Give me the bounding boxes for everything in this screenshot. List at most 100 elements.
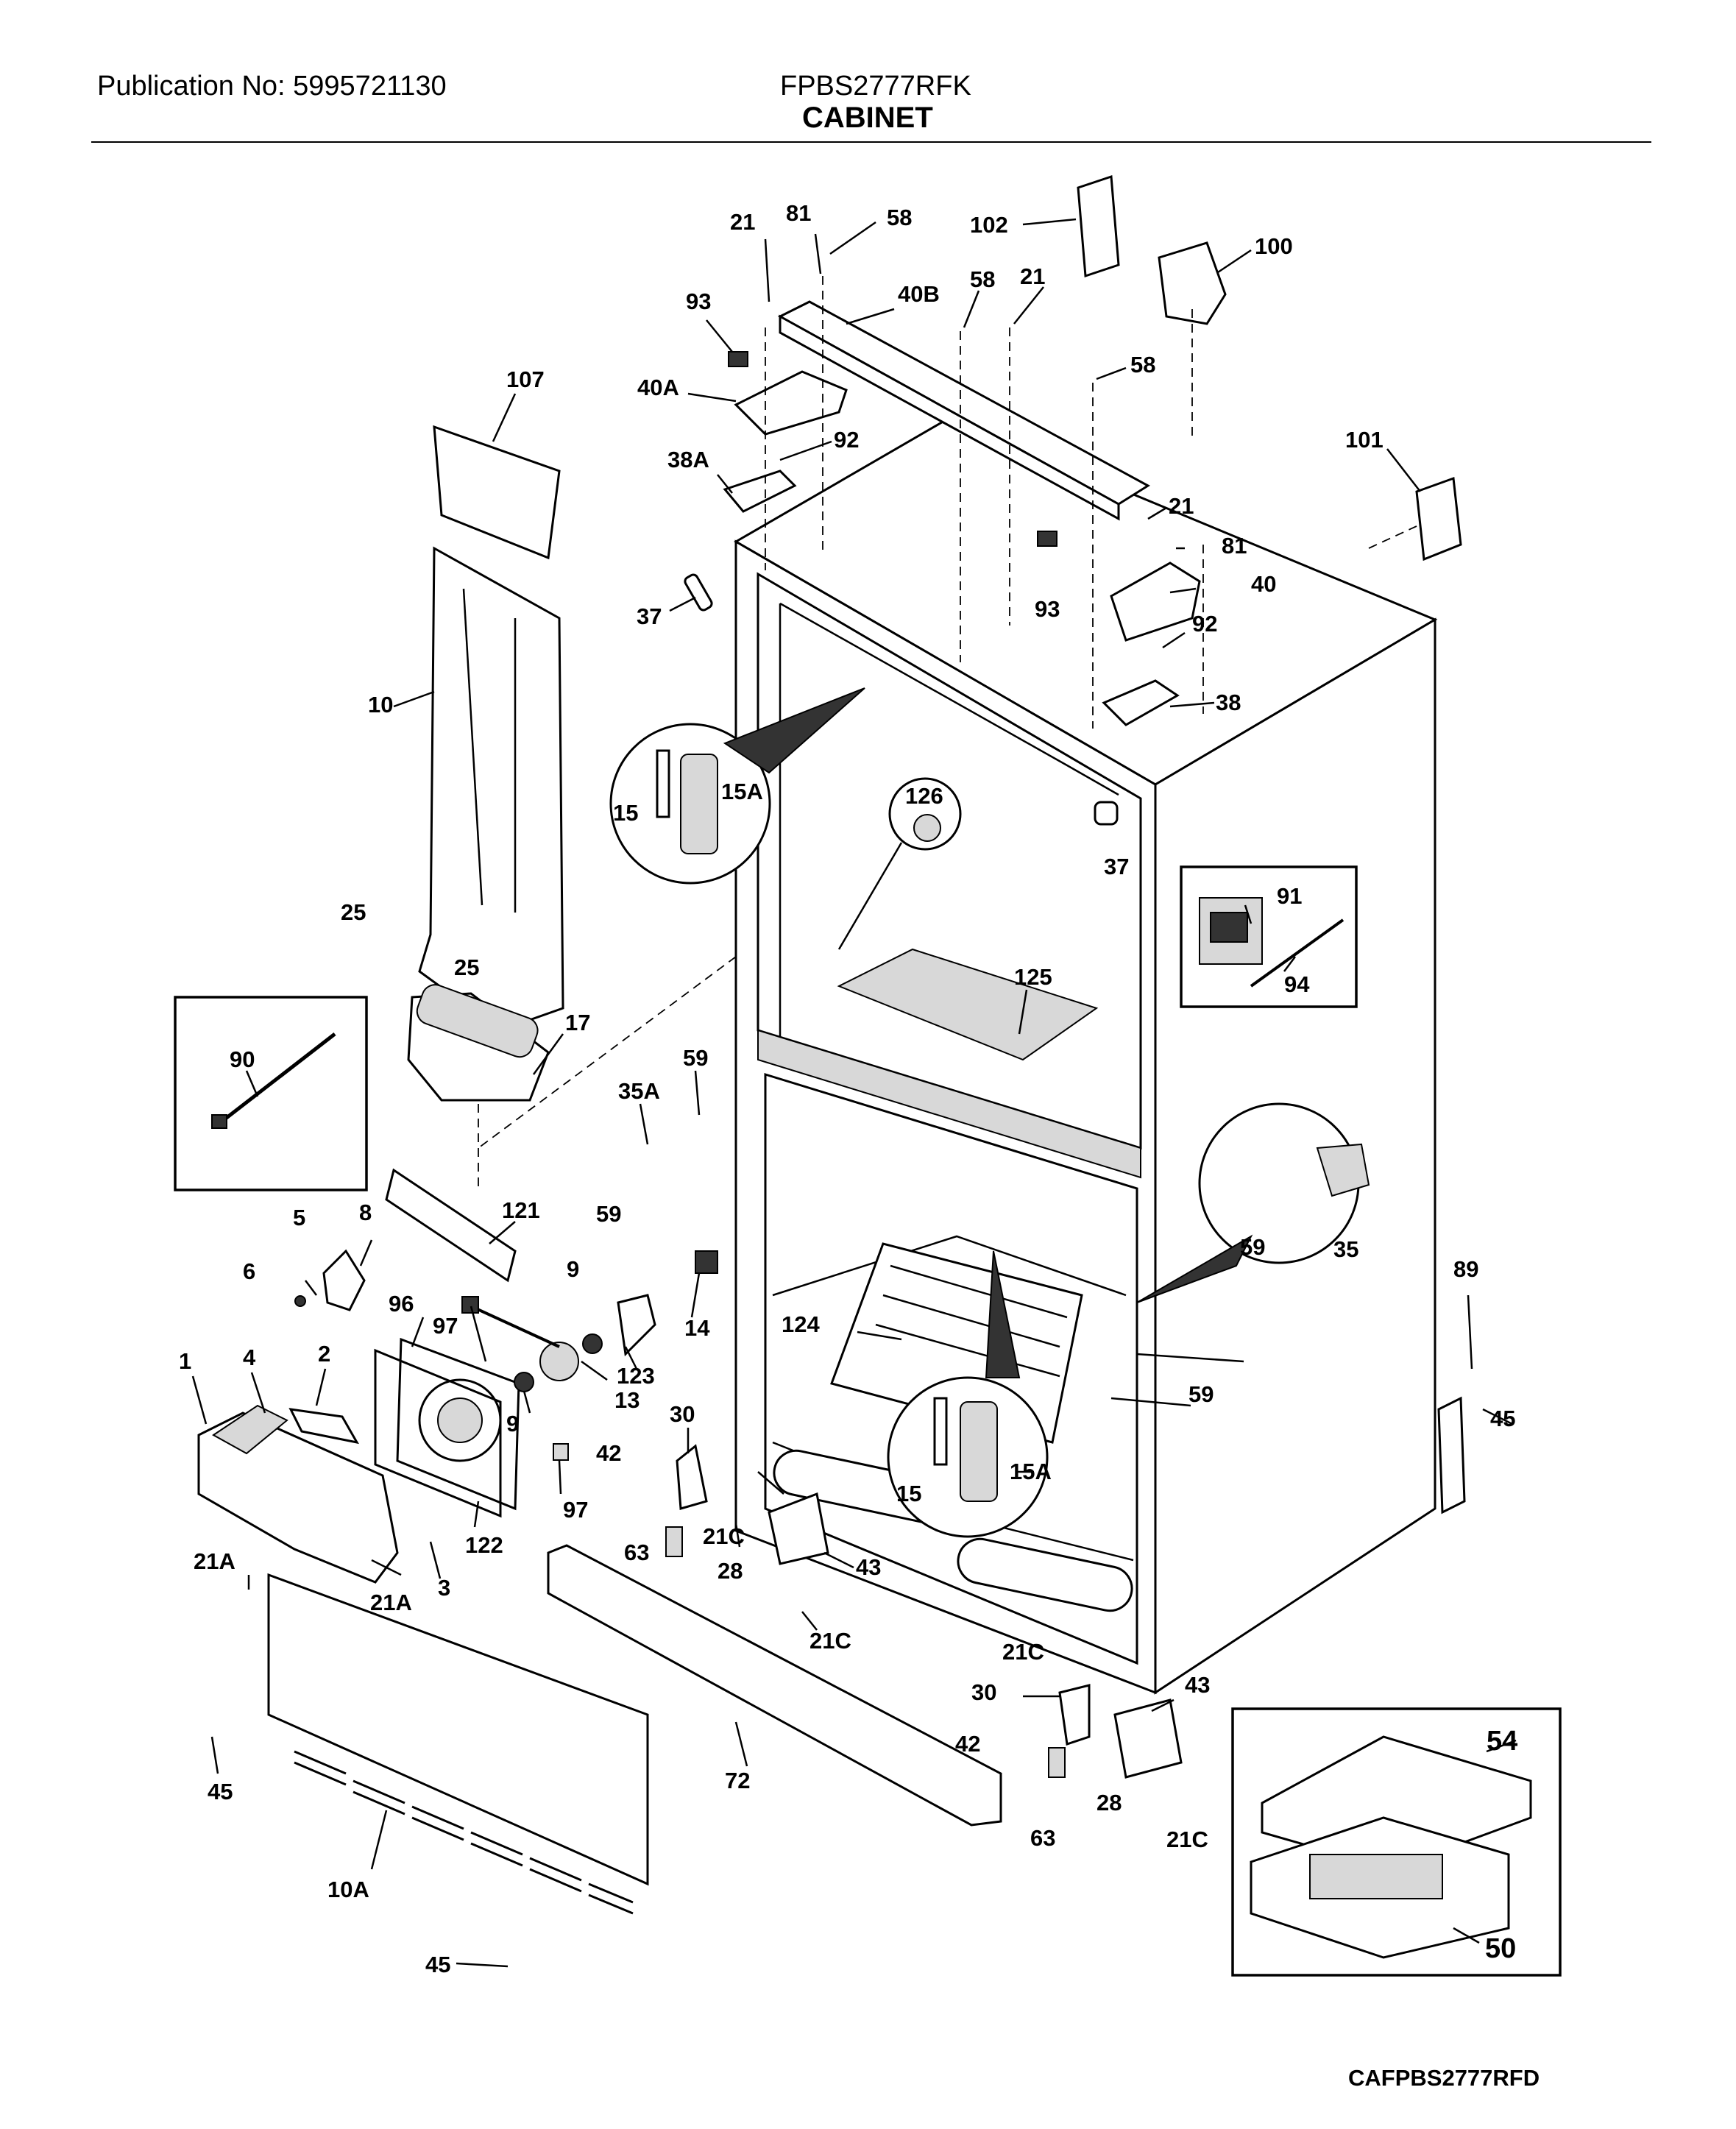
leveler-63b — [1048, 1747, 1066, 1778]
bracket-100 — [1158, 241, 1227, 325]
callout: 92 — [834, 427, 859, 453]
callout: 3 — [438, 1575, 450, 1601]
callout: 38A — [667, 447, 709, 472]
callout: 21 — [730, 209, 755, 235]
callout: 25 — [454, 954, 479, 980]
part-1 — [212, 1404, 288, 1455]
callout: 42 — [596, 1440, 621, 1466]
diagram-code: CAFPBS2777RFD — [1348, 2065, 1540, 2091]
callout: 58 — [1130, 352, 1155, 378]
part-14 — [695, 1250, 718, 1274]
callout: 58 — [887, 205, 912, 230]
callout: 45 — [1490, 1406, 1515, 1431]
callout: 93 — [1035, 596, 1060, 622]
callout: 90 — [230, 1046, 255, 1072]
part-37b — [1094, 801, 1119, 826]
callout: 6 — [243, 1258, 255, 1284]
callout: 21C — [1166, 1827, 1208, 1852]
hinge-cover-40 — [1110, 562, 1201, 642]
bracket-101 — [1415, 476, 1462, 562]
callout: 97 — [433, 1313, 458, 1339]
page-title: CABINET — [802, 102, 933, 134]
callout: 17 — [565, 1010, 590, 1035]
part-93b — [1037, 531, 1057, 547]
callout: 10A — [327, 1877, 369, 1902]
callout: 21C — [1002, 1639, 1044, 1665]
callout: 2 — [318, 1341, 330, 1367]
part-93a — [728, 351, 748, 367]
mullion — [757, 1029, 1141, 1179]
part-2 — [288, 1408, 359, 1445]
callout: 125 — [1014, 964, 1052, 990]
callout: 5 — [293, 1205, 305, 1230]
callout: 43 — [1185, 1672, 1210, 1698]
callout: 63 — [624, 1540, 649, 1565]
callout: 43 — [856, 1554, 881, 1580]
callout: 96 — [389, 1291, 414, 1317]
callout: 92 — [1192, 611, 1217, 637]
callout: 13 — [614, 1387, 640, 1413]
callout: 89 — [1453, 1256, 1478, 1282]
callout: 21A — [194, 1548, 235, 1574]
callout: 121 — [502, 1197, 540, 1223]
detail-circle-right — [1136, 1102, 1370, 1303]
top-hinge-assembly — [684, 174, 1462, 826]
callout: 123 — [617, 1363, 655, 1389]
inset-90 — [174, 996, 368, 1191]
callout: 122 — [465, 1532, 503, 1558]
detail-circle-upper-left — [609, 687, 865, 885]
callout: 59 — [683, 1045, 708, 1071]
callout: 93 — [686, 288, 711, 314]
callout: 81 — [786, 200, 811, 226]
callout: 30 — [971, 1679, 996, 1705]
callout: 35 — [1333, 1236, 1358, 1262]
callout: 9 — [567, 1256, 579, 1282]
callout: 91 — [1277, 883, 1302, 909]
bracket-102 — [1077, 174, 1120, 278]
callout: 4 — [243, 1345, 256, 1370]
bracket-30b — [1058, 1684, 1091, 1746]
model-number: FPBS2777RFK — [780, 71, 971, 102]
callout: 15 — [613, 800, 638, 826]
callout: 1 — [179, 1348, 191, 1374]
callout: 35A — [618, 1078, 660, 1104]
part-121 — [385, 1168, 517, 1283]
detail-circle-lower — [887, 1250, 1049, 1538]
callout: 28 — [718, 1558, 743, 1584]
leveler-63a — [665, 1526, 683, 1557]
callout: 45 — [208, 1779, 233, 1804]
callout: 58 — [970, 266, 995, 292]
duct-cover-107 — [433, 425, 561, 560]
callout: 15A — [721, 779, 763, 804]
part-122 — [374, 1348, 502, 1518]
callout: 25 — [341, 899, 366, 925]
callout: 124 — [782, 1311, 820, 1337]
hinge-38 — [1102, 679, 1180, 726]
fan-blade-5 — [322, 1249, 366, 1311]
publication-number: Publication No: 5995721130 — [97, 71, 447, 102]
part-97b — [553, 1443, 569, 1461]
callout: 40 — [1251, 571, 1276, 597]
kickplate-72 — [547, 1544, 1002, 1827]
detail-circle-126 — [837, 777, 962, 950]
callout: 40A — [637, 375, 679, 400]
fan-motor-13 — [539, 1342, 579, 1381]
shelf-125 — [837, 948, 1099, 1061]
part-37a — [684, 573, 713, 612]
callout: 21C — [809, 1628, 851, 1654]
callout: 42 — [955, 1731, 980, 1757]
callout: 45 — [425, 1952, 450, 1977]
air-duct-10 — [418, 546, 564, 1032]
inset-50-54 — [1231, 1707, 1562, 1977]
callout: 8 — [359, 1200, 372, 1225]
callout: 40B — [898, 281, 940, 307]
callout: 21C — [703, 1523, 745, 1549]
callout: 38 — [1216, 690, 1241, 715]
callout: 63 — [1030, 1825, 1055, 1851]
callout: 21A — [370, 1590, 412, 1615]
callout: 15A — [1010, 1459, 1052, 1484]
callout: 59 — [596, 1201, 621, 1227]
callout: 30 — [670, 1401, 695, 1427]
callout: 102 — [970, 212, 1008, 238]
